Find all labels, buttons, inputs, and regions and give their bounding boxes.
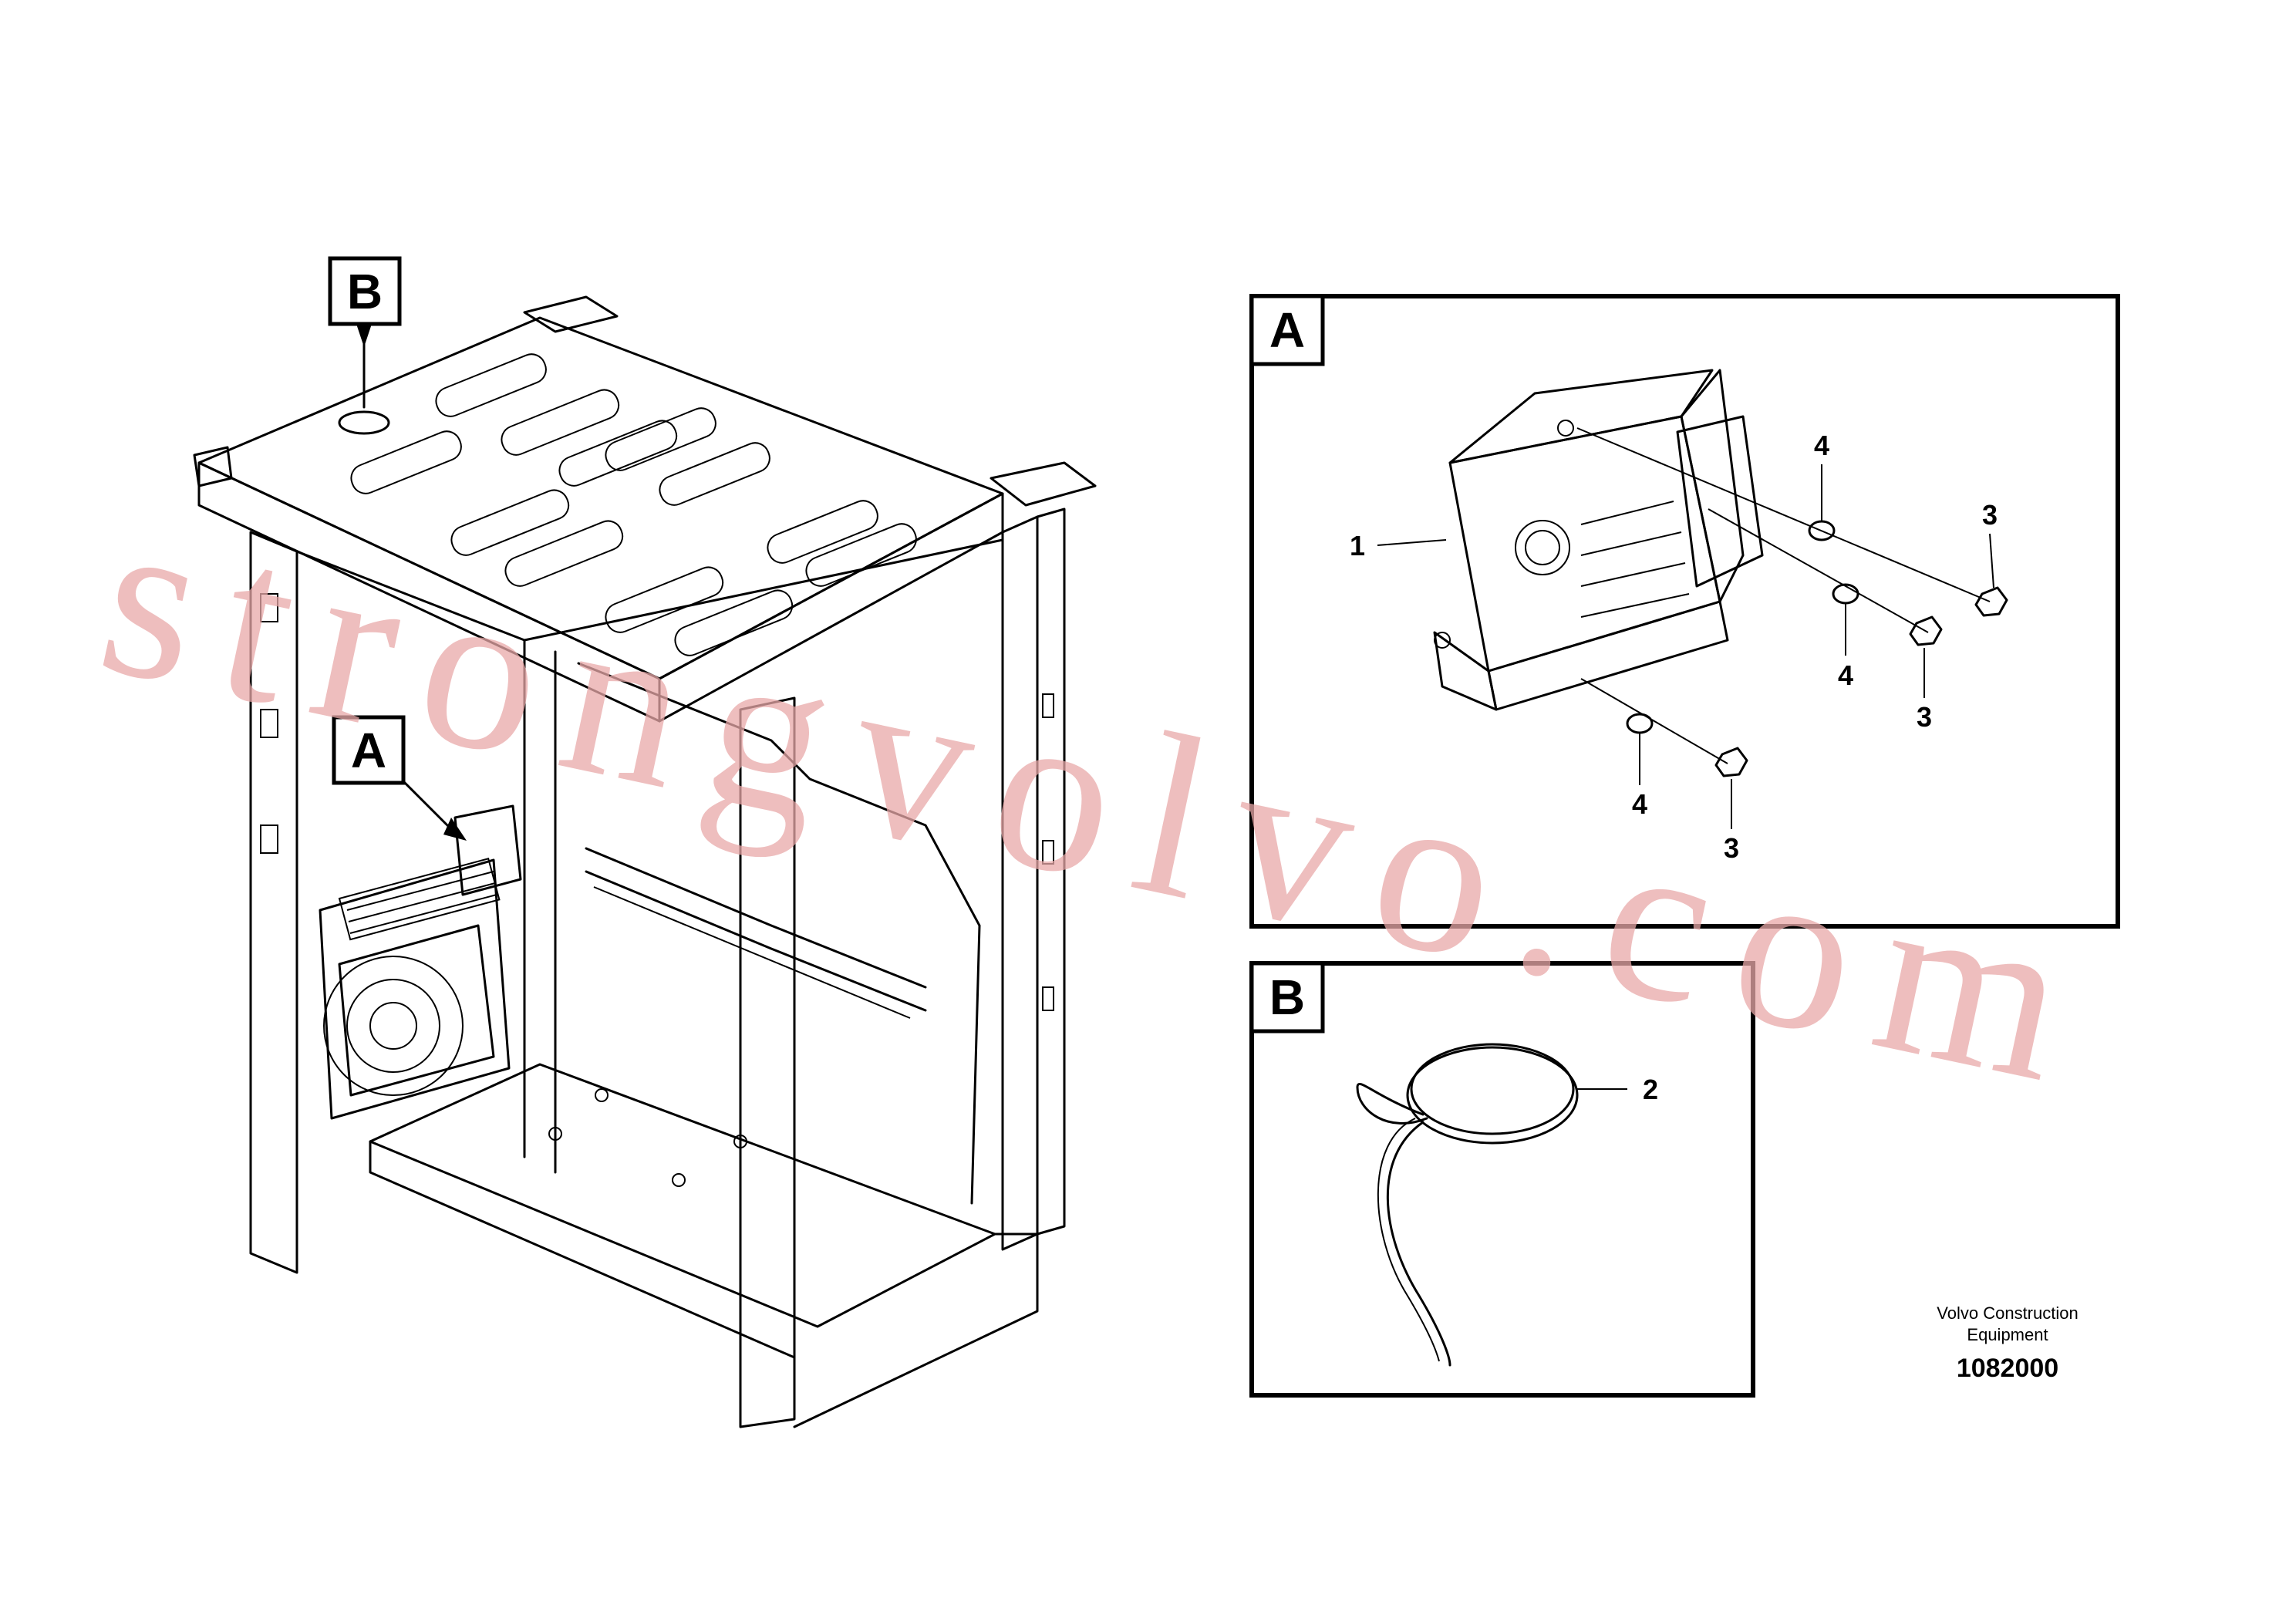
maker-line-2: Equipment [1967,1325,2048,1344]
main-callout-a: A [332,715,406,785]
part-number-4: 4 [1814,430,1829,461]
detail-b-label: B [1269,969,1305,1025]
main-callout-b: B [328,256,402,326]
antenna-part [1356,1043,1579,1367]
callout-a-leader [400,777,457,835]
drawing-code: 1082000 [1957,1354,2058,1383]
part-number-2: 2 [1643,1074,1658,1105]
part-number-1: 1 [1350,530,1365,561]
heater-unit-in-cab [319,804,522,1120]
part-number-4: 4 [1632,788,1647,820]
maker-line-1: Volvo Construction [1937,1303,2078,1323]
heater-part [1433,369,1764,711]
detail-a-label: A [1269,302,1305,358]
svg-text:B: B [347,264,383,319]
part-number-3: 3 [1982,499,1998,531]
svg-text:A: A [351,723,386,778]
watermark-text: strongvolvo.com [83,465,2116,1137]
part-number-3: 3 [1917,701,1932,733]
part-number-4: 4 [1838,659,1853,691]
cab-frame-illustration [193,295,1097,1428]
detail-b-panel: B 2 [1249,961,1755,1398]
part-number-3: 3 [1724,832,1739,864]
antenna-bump [338,410,390,435]
detail-a-panel: A [1249,294,2120,929]
